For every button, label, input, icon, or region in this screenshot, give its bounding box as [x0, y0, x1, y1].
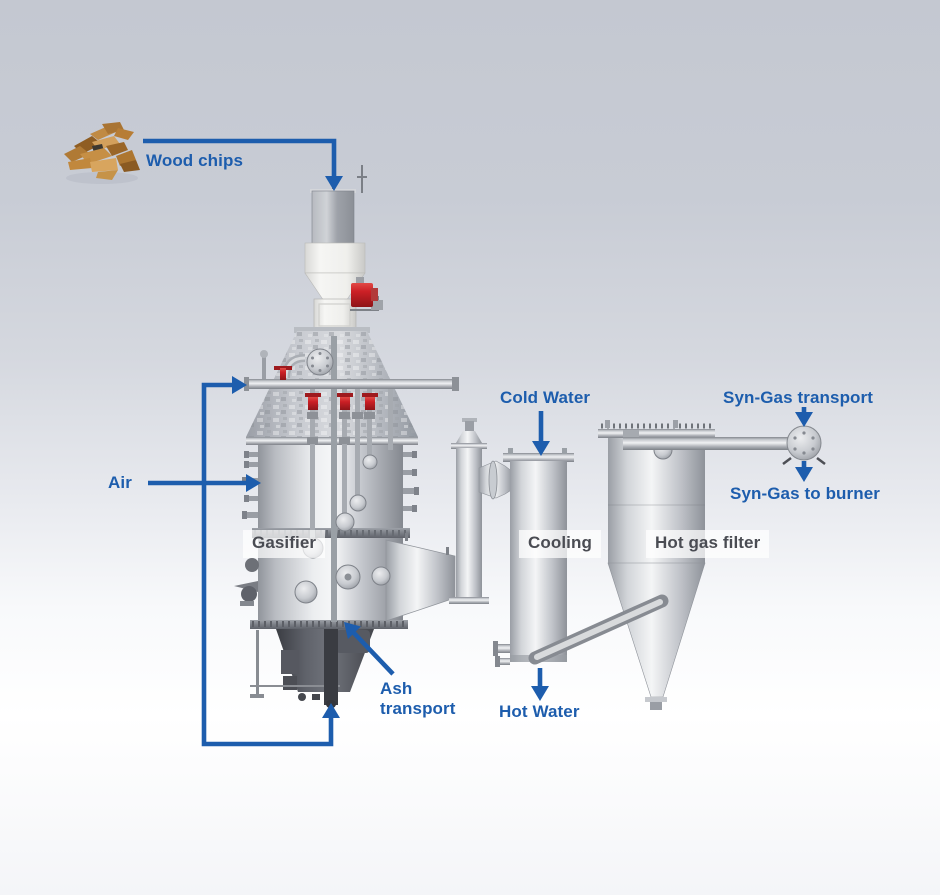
hot-water-arrowhead [531, 686, 549, 701]
cooling-label: Cooling [519, 530, 601, 558]
riser-to-cooler-pipe [478, 460, 514, 500]
gasifier-vessel [234, 327, 459, 708]
wood-chips-flow-line [143, 138, 337, 177]
riser-pipe [449, 418, 489, 604]
cooling-vessel [493, 448, 574, 667]
air-top-arrowhead [232, 376, 247, 394]
syngas-to-burner-label: Syn-Gas to burner [730, 484, 881, 503]
hot-water-label: Hot Water [499, 702, 580, 721]
syngas-transport-label: Syn-Gas transport [723, 388, 874, 407]
hot-gas-filter-vessel [598, 420, 715, 710]
flow-arrowheads [232, 176, 813, 718]
cooler-to-filter-pipe [528, 594, 669, 665]
gasifier-label: Gasifier [243, 530, 326, 558]
syngas-transport-arrowhead [795, 412, 813, 427]
air-bottom-arrowhead [322, 703, 340, 718]
ash-transport-label: Ash transport [380, 679, 456, 718]
syngas-outlet-pipe [623, 425, 826, 465]
cyclone-duct [371, 533, 456, 622]
air-label: Air [108, 473, 132, 492]
wood-chips-image [64, 122, 140, 184]
air-loop-line [201, 382, 334, 747]
air-arrowhead [246, 474, 261, 492]
measurement-lances [294, 389, 393, 604]
air-manifold [244, 348, 459, 410]
syngas-burner-arrowhead [795, 467, 813, 482]
cold-water-arrowhead [532, 441, 550, 456]
wood-chips-arrowhead [325, 176, 343, 191]
ash-transport-line [350, 629, 395, 676]
flow-lines [143, 138, 807, 747]
cold-water-label: Cold Water [500, 388, 591, 407]
side-nozzles-right [403, 451, 419, 512]
hot-gas-filter-label: Hot gas filter [646, 530, 770, 558]
red-valves [274, 366, 378, 410]
ash-discharge-section [250, 629, 374, 708]
wood-chips-label: Wood chips [146, 151, 244, 170]
feed-hopper-unit [304, 165, 383, 334]
rotary-valve-motor [351, 283, 373, 307]
ash-transport-arrowhead [344, 622, 361, 640]
syngas-pipe-flange [786, 425, 822, 461]
